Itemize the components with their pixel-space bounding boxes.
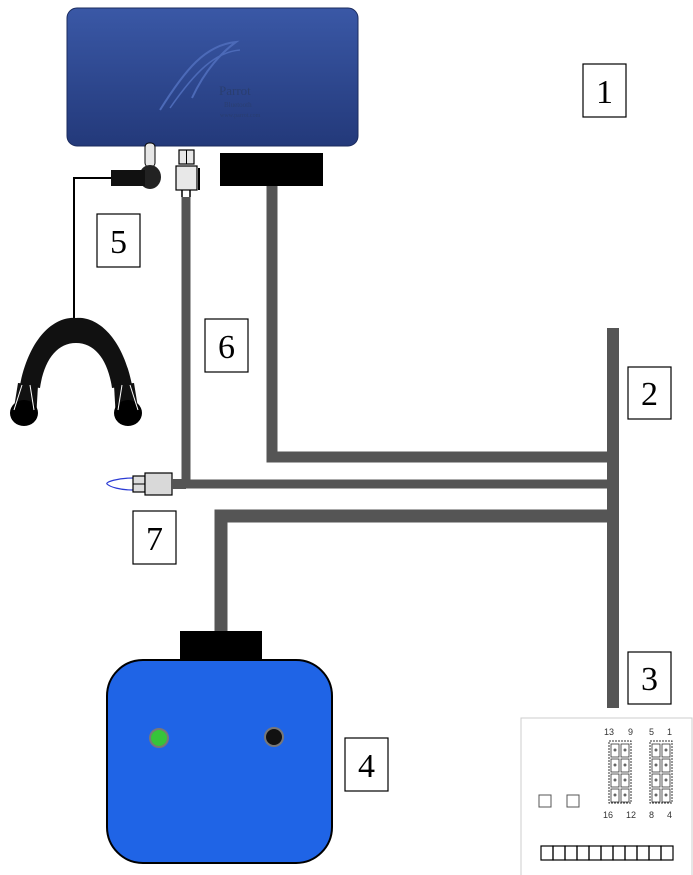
square-marker-icon xyxy=(566,794,580,808)
antenna-jack xyxy=(175,149,200,197)
harness-socket xyxy=(220,153,323,186)
pin-label-13: 13 xyxy=(604,727,614,737)
label-5-text: 5 xyxy=(110,224,127,261)
headset-icon xyxy=(10,317,142,426)
headset-jack xyxy=(111,142,161,189)
pin-block-right xyxy=(649,740,673,804)
headset-cable xyxy=(73,177,111,330)
pin-label-8: 8 xyxy=(649,810,654,820)
device-brand: Parrot xyxy=(219,83,251,98)
speaker-cable xyxy=(214,509,613,640)
terminal-strip xyxy=(540,845,674,861)
label-4: 4 xyxy=(344,737,389,792)
label-2-text: 2 xyxy=(641,376,658,413)
pin-label-1: 1 xyxy=(667,727,672,737)
pin-label-12: 12 xyxy=(626,810,636,820)
square-marker-icon xyxy=(538,794,552,808)
pin-label-16: 16 xyxy=(603,810,613,820)
label-2: 2 xyxy=(627,366,672,420)
label-1-text: 1 xyxy=(596,74,613,111)
label-6-text: 6 xyxy=(218,329,235,366)
pin-label-5: 5 xyxy=(649,727,654,737)
device-website: www.parrot.com xyxy=(220,113,261,119)
antenna-cable xyxy=(181,197,613,489)
label-1: 1 xyxy=(582,63,627,118)
main-harness-cable xyxy=(266,186,613,463)
pin-label-4: 4 xyxy=(667,810,672,820)
label-3: 3 xyxy=(627,651,672,705)
mic-wire xyxy=(106,477,134,491)
pin-label-9: 9 xyxy=(628,727,633,737)
device-model: Bluetooth xyxy=(224,101,252,109)
speaker-unit xyxy=(106,631,333,864)
label-7: 7 xyxy=(132,510,177,565)
label-3-text: 3 xyxy=(641,661,658,698)
label-6: 6 xyxy=(204,318,249,373)
cables xyxy=(181,186,619,708)
vehicle-connector: 13 9 5 1 xyxy=(520,717,693,875)
green-led-icon xyxy=(149,728,169,748)
brand-logo-icon xyxy=(159,40,240,111)
label-5: 5 xyxy=(96,213,141,268)
black-button-icon xyxy=(264,727,284,747)
pin-block-left xyxy=(608,740,632,804)
microphone-plug xyxy=(106,472,186,496)
label-7-text: 7 xyxy=(146,521,163,558)
label-4-text: 4 xyxy=(358,748,375,785)
main-unit: Parrot Bluetooth www.parrot.com xyxy=(66,7,359,147)
